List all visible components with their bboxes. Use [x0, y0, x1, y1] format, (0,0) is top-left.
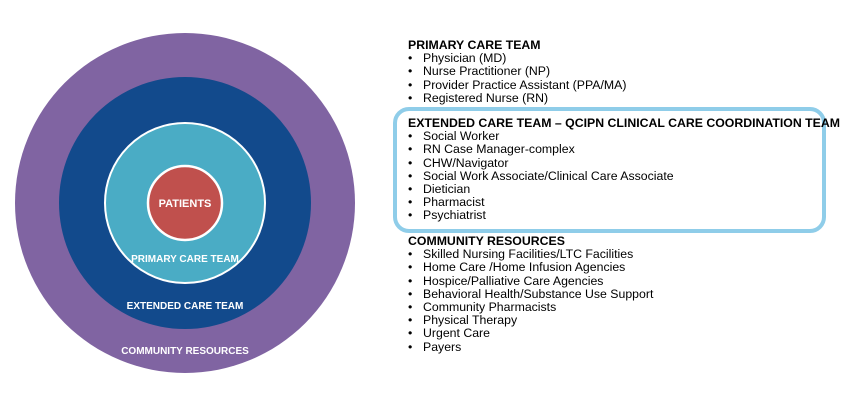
list-item: Social Work Associate/Clinical Care Asso… — [408, 169, 840, 183]
list-item: Dietician — [408, 182, 840, 196]
list-item: Pharmacist — [408, 196, 840, 210]
list-item: Behavioral Health/Substance Use Support — [408, 287, 653, 301]
community-resources-section: COMMUNITY RESOURCES Skilled Nursing Faci… — [408, 234, 653, 354]
list-item: Skilled Nursing Facilities/LTC Facilitie… — [408, 248, 653, 262]
list-item: RN Case Manager-complex — [408, 143, 840, 157]
list-item: Provider Practice Assistant (PPA/MA) — [408, 78, 626, 92]
extended-care-team-section: EXTENDED CARE TEAM – QCIPN CLINICAL CARE… — [408, 116, 840, 223]
section-title: COMMUNITY RESOURCES — [408, 234, 565, 248]
list-item: Physical Therapy — [408, 314, 653, 328]
list-item: Registered Nurse (RN) — [408, 91, 626, 105]
community-resources-label: COMMUNITY RESOURCES — [121, 346, 249, 357]
section-title: PRIMARY CARE TEAM — [408, 38, 541, 52]
patients-circle — [146, 164, 224, 242]
list-item: Payers — [408, 340, 653, 354]
care-rings-diagram: PATIENTS PRIMARY CARE TEAM EXTENDED CARE… — [15, 33, 355, 373]
extended-care-team-label: EXTENDED CARE TEAM — [127, 301, 244, 312]
list-item: Physician (MD) — [408, 52, 626, 66]
primary-care-team-section: PRIMARY CARE TEAM Physician (MD) Nurse P… — [408, 38, 626, 105]
list-item: Social Worker — [408, 130, 840, 144]
list-item: Urgent Care — [408, 327, 653, 341]
list-item: Home Care /Home Infusion Agencies — [408, 261, 653, 275]
list-item: Nurse Practitioner (NP) — [408, 65, 626, 79]
list-item: Hospice/Palliative Care Agencies — [408, 274, 653, 288]
list-item: CHW/Navigator — [408, 156, 840, 170]
list-item: Psychiatrist — [408, 209, 840, 223]
section-title: EXTENDED CARE TEAM – QCIPN CLINICAL CARE… — [408, 116, 840, 130]
primary-care-team-label: PRIMARY CARE TEAM — [131, 254, 239, 265]
patients-label: PATIENTS — [159, 198, 212, 210]
list-item: Community Pharmacists — [408, 300, 653, 314]
